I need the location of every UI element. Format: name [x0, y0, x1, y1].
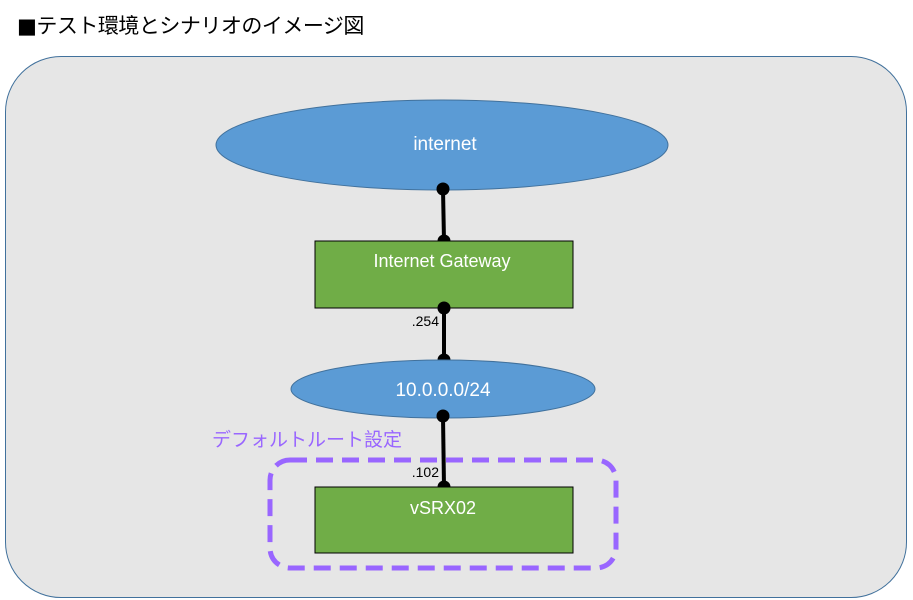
link-subnet-vsrx: .102 — [412, 409, 451, 494]
internet-node[interactable]: internet — [215, 99, 669, 191]
igw-ip-label: .254 — [412, 313, 439, 329]
igw-label: Internet Gateway — [373, 251, 510, 271]
page-title: ■テスト環境とシナリオのイメージ図 — [17, 14, 364, 38]
subnet-label: 10.0.0.0/24 — [395, 380, 491, 401]
link-line — [441, 415, 446, 488]
internet-gateway-node[interactable]: Internet Gateway — [314, 240, 574, 309]
subnet-node[interactable]: 10.0.0.0/24 — [290, 359, 596, 419]
default-route-annotation: デフォルトルート設定 — [212, 429, 619, 571]
vsrx-label: vSRX02 — [410, 498, 476, 518]
vsrx02-node[interactable]: vSRX02 — [314, 486, 574, 554]
link-endpoint — [436, 409, 450, 423]
vsrx-box — [314, 486, 574, 554]
internet-label: internet — [413, 134, 477, 155]
link-endpoint — [436, 182, 450, 196]
highlight-dashed-box — [267, 457, 619, 571]
link-internet-igw — [436, 182, 451, 248]
annotation-label: デフォルトルート設定 — [212, 429, 402, 451]
link-igw-subnet: .254 — [412, 301, 451, 367]
link-endpoint — [437, 301, 451, 315]
igw-box — [314, 240, 574, 309]
link-line — [441, 188, 446, 242]
vsrx-ip-label: .102 — [412, 464, 439, 480]
